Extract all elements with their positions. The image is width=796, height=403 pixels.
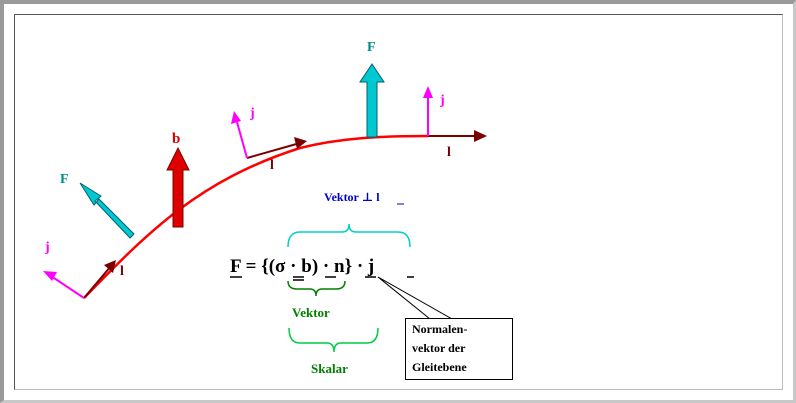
- diagram-panel: [14, 14, 783, 390]
- formula-sigma: σ: [275, 256, 286, 277]
- annotation-skalar: Skalar: [311, 361, 348, 376]
- callout-pointer: [377, 276, 454, 320]
- callout-line-2: vektor der: [412, 341, 466, 355]
- j-vector-mid: [236, 121, 248, 159]
- annotation-vektor-perp-l: Vektor ⊥ l: [324, 190, 380, 204]
- formula-dot2: ·: [318, 256, 334, 277]
- label-b: b: [172, 131, 180, 147]
- j-arrowhead-mid: [231, 111, 241, 124]
- label-j-left: j: [44, 240, 50, 255]
- formula-dot1: ·: [285, 256, 301, 277]
- formula-close-brace: }: [345, 256, 353, 277]
- burgers-vector-arrow: [166, 146, 190, 228]
- formula-dot3: ·: [352, 256, 368, 277]
- callout-line-1: Normalen-: [412, 322, 468, 336]
- callout-line-3: Gleitebene: [412, 360, 467, 374]
- formula-close-paren: ): [312, 256, 318, 277]
- formula-eq-open: = {(: [241, 256, 275, 277]
- formula: F = {(σ · b) · n} · j: [230, 256, 374, 277]
- annotation-vektor: Vektor: [292, 305, 330, 320]
- brace-vektor-perp: [287, 223, 411, 248]
- l-vector-mid: [246, 142, 301, 159]
- force-arrow-left: [79, 182, 135, 239]
- label-l-left: l: [120, 264, 124, 279]
- brace-vektor: [287, 280, 346, 297]
- force-arrow-top: [359, 63, 385, 138]
- formula-j: j: [367, 256, 374, 277]
- j-arrowhead-top-right: [423, 86, 433, 98]
- l-vector-left: [83, 265, 112, 299]
- formula-n: n: [334, 256, 345, 277]
- j-vector-left: [50, 275, 85, 299]
- l-arrowhead-left: [104, 260, 116, 273]
- label-j-mid: j: [249, 106, 255, 121]
- label-F-left: F: [60, 172, 69, 187]
- callout-normal-vector: Normalen- vektor der Gleitebene: [405, 318, 513, 380]
- label-j-top-right: j: [439, 93, 445, 108]
- brace-skalar: [288, 327, 379, 353]
- label-l-right: l: [447, 145, 451, 160]
- l-arrowhead-mid: [294, 137, 307, 149]
- formula-b: b: [301, 256, 312, 277]
- formula-F: F: [230, 256, 241, 277]
- j-arrowhead-left: [43, 271, 57, 281]
- label-F-top: F: [367, 40, 376, 55]
- label-l-mid: l: [270, 158, 274, 173]
- l-arrowhead-right: [474, 130, 487, 142]
